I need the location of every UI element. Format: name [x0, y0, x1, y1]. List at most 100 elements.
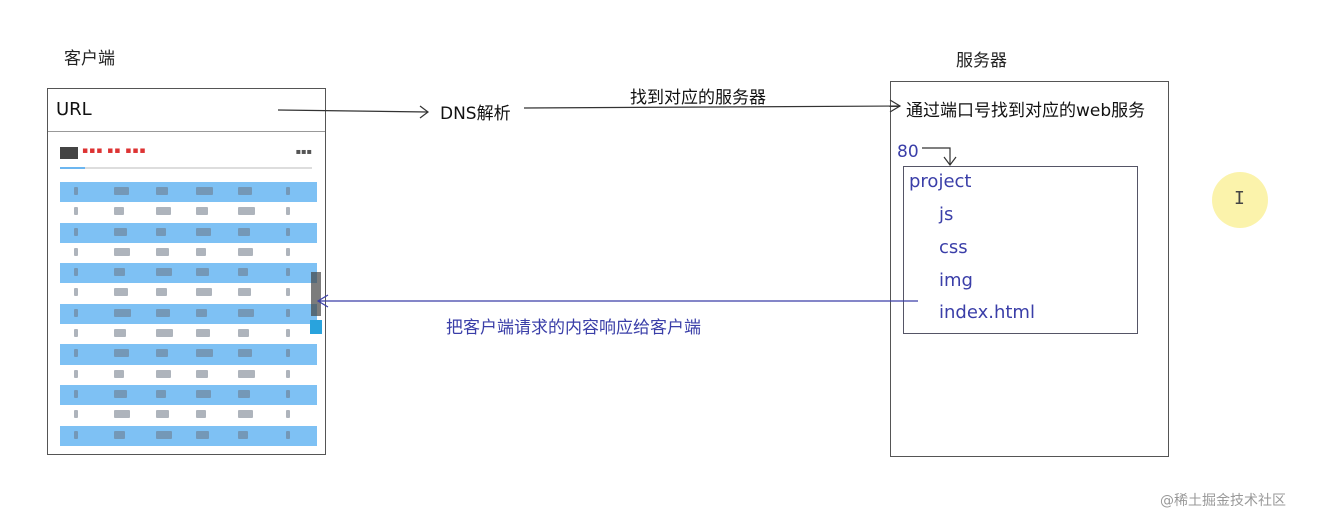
thumbnail-cell [74, 349, 78, 358]
thumbnail-cell [114, 247, 130, 256]
thumbnail-cell [238, 349, 252, 358]
thumbnail-cell [114, 288, 128, 297]
arrow-url-to-dns-head [419, 105, 429, 119]
thumbnail-cell [238, 207, 255, 216]
thumbnail-cell [286, 430, 290, 439]
page-thumbnail-table [60, 182, 317, 446]
thumbnail-cell [156, 329, 173, 338]
thumbnail-row [60, 425, 317, 446]
thumbnail-cell [114, 430, 125, 439]
port-lookup-label: 通过端口号找到对应的web服务 [906, 101, 1146, 121]
text-cursor-icon: I [1234, 188, 1245, 209]
thumbnail-cell [114, 268, 125, 277]
thumbnail-cell [114, 187, 129, 195]
thumbnail-logo [60, 147, 78, 159]
thumbnail-cell [196, 308, 207, 317]
thumbnail-cell [286, 247, 290, 256]
client-title: 客户端 [64, 49, 115, 69]
arrow-dns-to-server [523, 105, 901, 109]
thumbnail-cell [156, 247, 169, 256]
server-box [890, 81, 1169, 457]
thumbnail-cell [196, 410, 206, 419]
response-label: 把客户端请求的内容响应给客户端 [446, 318, 701, 338]
find-server-label: 找到对应的服务器 [630, 88, 766, 108]
thumbnail-row [60, 384, 317, 406]
thumbnail-cell [238, 187, 252, 195]
arrow-dns-to-server-head [889, 99, 902, 113]
thumbnail-row [60, 365, 317, 385]
thumbnail-cell [74, 207, 78, 216]
thumbnail-cell [286, 288, 290, 297]
thumbnail-row [60, 303, 317, 325]
thumbnail-cell [74, 187, 78, 195]
thumbnail-cell [286, 187, 290, 195]
thumbnail-cell [196, 329, 210, 338]
thumbnail-cell [286, 410, 290, 419]
thumbnail-cell [238, 227, 250, 236]
thumbnail-cell [74, 430, 78, 439]
thumbnail-cell [74, 247, 78, 256]
thumbnail-cell [238, 389, 250, 398]
thumbnail-cell [196, 349, 213, 358]
dns-resolve-label: DNS解析 [440, 104, 511, 124]
thumbnail-cell [238, 268, 248, 277]
arrow-port-to-project-head [943, 156, 957, 166]
thumbnail-cell [156, 308, 170, 317]
thumbnail-cell [74, 410, 78, 419]
thumbnail-row [60, 283, 317, 303]
thumbnail-cell [196, 207, 208, 216]
thumbnail-cell [286, 369, 290, 378]
thumbnail-title-blurred: ▪▪▪ ▪▪ ▪▪▪ [82, 146, 147, 156]
thumbnail-row [60, 243, 317, 263]
thumbnail-cell [74, 369, 78, 378]
thumbnail-cell [114, 308, 131, 317]
thumbnail-header-link: ▪▪▪ [295, 147, 312, 156]
project-item-img: img [939, 270, 973, 291]
thumbnail-cell [196, 187, 213, 195]
thumbnail-cell [114, 349, 129, 358]
url-label: URL [56, 99, 92, 120]
thumbnail-cell [156, 288, 167, 297]
page-thumbnail-header: ▪▪▪ ▪▪ ▪▪▪ ▪▪▪ [60, 145, 312, 163]
thumbnail-cell [114, 207, 124, 216]
thumbnail-cell [238, 369, 255, 378]
thumbnail-cell [114, 389, 127, 398]
thumbnail-cell [196, 288, 212, 297]
cursor-highlight [1212, 172, 1268, 228]
thumbnail-cell [286, 349, 290, 358]
thumbnail-cell [114, 227, 127, 236]
thumbnail-cell [286, 227, 290, 236]
arrow-url-to-dns [277, 109, 429, 113]
thumbnail-row [60, 263, 317, 284]
thumbnail-cell [156, 389, 166, 398]
thumbnail-cell [74, 389, 78, 398]
thumbnail-cell [74, 288, 78, 297]
thumbnail-cell [286, 308, 290, 317]
thumbnail-cell [196, 247, 206, 256]
watermark: @稀土掘金技术社区 [1160, 493, 1286, 509]
thumbnail-cell [74, 268, 78, 277]
thumbnail-row [60, 202, 317, 222]
thumbnail-cell [286, 268, 290, 277]
project-item-css: css [939, 237, 968, 258]
project-item-index: index.html [939, 302, 1035, 323]
thumbnail-cell [114, 329, 126, 338]
thumbnail-cell [238, 247, 253, 256]
thumbnail-cell [286, 329, 290, 338]
thumbnail-cell [74, 329, 78, 338]
thumbnail-cell [156, 349, 168, 358]
thumbnail-cell [286, 207, 290, 216]
thumbnail-cell [196, 227, 211, 236]
thumbnail-cell [156, 207, 171, 216]
thumbnail-cell [74, 227, 78, 236]
project-root-label: project [909, 171, 972, 192]
thumbnail-row [60, 344, 317, 365]
thumbnail-cell [238, 329, 249, 338]
project-item-js: js [939, 204, 954, 225]
port-number-label: 80 [897, 142, 919, 162]
thumbnail-cell [196, 430, 209, 439]
thumbnail-row [60, 324, 317, 344]
thumbnail-cell [114, 369, 124, 378]
thumbnail-cell [156, 187, 168, 195]
